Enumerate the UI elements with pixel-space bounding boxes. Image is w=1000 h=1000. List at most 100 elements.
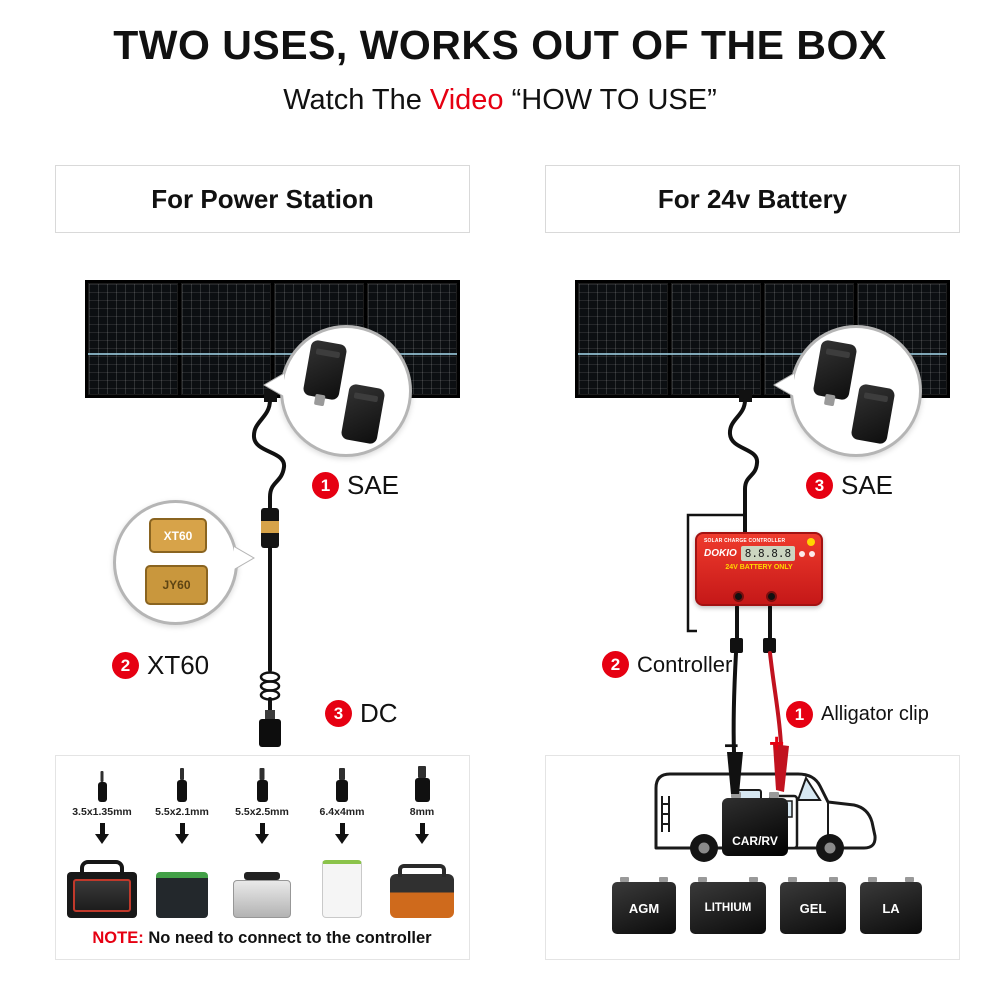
solar-panel-right	[575, 280, 950, 398]
magnifier-pointer	[265, 374, 284, 396]
rv-wheel-hub	[824, 842, 836, 854]
dc-plug-barrel	[259, 719, 281, 747]
controller-button	[809, 550, 815, 557]
step-label: SAE	[841, 470, 894, 500]
right-bottom-frame	[545, 755, 960, 960]
step-number-badge: 1	[312, 472, 339, 499]
step-number-badge: 2	[602, 651, 629, 678]
solar-panel-segment	[671, 283, 761, 395]
power-station-5	[390, 864, 454, 918]
note-text: NOTE: No need to connect to the controll…	[62, 929, 462, 948]
step-label: XT60	[147, 650, 210, 680]
connector-notch	[353, 392, 379, 403]
subtitle-suffix: “HOW TO USE”	[503, 84, 717, 116]
adapter-size-label: 8mm	[409, 806, 435, 818]
step-label: DC	[360, 698, 398, 728]
adapter-size-label: 5.5x2.1mm	[155, 806, 209, 818]
right-section-header: For 24v Battery	[545, 165, 960, 233]
battery-label: AGM	[628, 900, 660, 916]
connector-notch	[315, 348, 341, 359]
connector-notch	[825, 348, 851, 359]
jy60-connector-icon: JY60	[145, 565, 208, 605]
dc-adapter-grid: 3.5x1.35mm 5.5x2.1mm 5.5x2.5mm 6.4x4mm 8…	[62, 764, 462, 920]
right-cable-loop	[728, 398, 759, 517]
xt60-inline-connector	[261, 508, 279, 548]
power-station-3	[233, 872, 291, 918]
step-xt60: 2 XT60	[112, 650, 209, 681]
power-station-4	[322, 860, 362, 918]
power-station-1	[67, 860, 137, 918]
polarity-minus: −	[724, 732, 739, 760]
battery-la: LA	[860, 877, 922, 934]
connector-pin	[313, 393, 326, 407]
battery-gel: GEL	[780, 877, 846, 934]
power-station-2	[156, 872, 208, 918]
sae-connector-icon	[850, 383, 896, 445]
controller-lcd-display: 8.8.8.8	[740, 546, 796, 561]
cable-coil	[259, 689, 281, 701]
panel-busbar-line	[88, 353, 457, 356]
step-label: Alligator clip	[821, 703, 929, 725]
down-arrow-icon	[94, 823, 109, 844]
magnifier-pointer	[234, 547, 253, 569]
xt60-inline-connector-band	[261, 521, 279, 533]
down-arrow-icon	[254, 823, 269, 844]
sae-magnifier-right	[775, 325, 922, 457]
battery-label: LA	[882, 900, 900, 916]
left-bottom-frame	[55, 755, 470, 960]
controller-battery-text: 24V BATTERY ONLY	[725, 564, 793, 571]
page-title: TWO USES, WORKS OUT OF THE BOX	[113, 22, 887, 68]
magnifier-pointer	[775, 374, 794, 396]
car-rv-battery: CAR/RV	[722, 792, 788, 856]
step-sae-right: 3 SAE	[806, 470, 893, 501]
subtitle: Watch The Video “HOW TO USE”	[0, 84, 1000, 117]
dc-plug-icon	[336, 780, 348, 802]
subtitle-video-link: Video	[429, 84, 504, 116]
battery-agm: AGM	[612, 877, 676, 934]
adapter-size-label: 6.4x4mm	[319, 806, 365, 818]
right-section-title: For 24v Battery	[657, 183, 848, 214]
note-label: NOTE:	[92, 929, 144, 947]
controller-brand: DOKIO	[704, 548, 737, 559]
rv-wheel-hub	[698, 842, 710, 854]
left-section-title: For Power Station	[151, 183, 374, 214]
sae-connector-icon	[340, 383, 386, 445]
panel-busbar-line	[578, 353, 947, 356]
note-body: No need to connect to the controller	[148, 929, 432, 947]
connector-notch	[863, 392, 889, 403]
polarity-plus: +	[769, 728, 785, 758]
dc-plug-icon	[177, 780, 187, 802]
down-arrow-icon	[174, 823, 189, 844]
rv-windshield	[796, 775, 822, 801]
dc-plug-icon	[256, 780, 268, 802]
controller-button	[799, 550, 806, 557]
wire-connector-block	[763, 638, 776, 653]
sae-connector-icon	[812, 339, 858, 407]
dc-plug-tip	[265, 710, 275, 720]
controller-output-port	[733, 591, 744, 602]
down-arrow-icon	[334, 823, 349, 844]
dc-plug-icon	[414, 778, 430, 802]
connector-pin	[823, 393, 836, 407]
left-cable-loop	[252, 398, 286, 510]
step-number-badge: 1	[786, 701, 813, 728]
step-label: SAE	[347, 470, 400, 500]
step-sae-left: 1 SAE	[312, 470, 399, 501]
solar-panel-segment	[578, 283, 668, 395]
down-arrow-icon	[414, 823, 429, 844]
cable-coil	[259, 671, 281, 683]
controller-output-port	[766, 591, 777, 602]
solar-panel-segment	[181, 283, 271, 395]
left-section-header: For Power Station	[55, 165, 470, 233]
sae-connector-icon	[302, 339, 348, 407]
cable-coil	[259, 680, 281, 692]
adapter-size-label: 5.5x2.5mm	[235, 806, 289, 818]
car-rv-battery-label: CAR/RV	[732, 834, 778, 848]
step-controller: 2 Controller	[602, 651, 732, 678]
battery-label: GEL	[799, 900, 827, 916]
battery-type-row: AGM LITHIUM GEL LA	[612, 877, 948, 934]
xt60-connector-icon: XT60	[149, 518, 207, 553]
subtitle-prefix: Watch The	[283, 84, 430, 116]
step-number-badge: 3	[806, 472, 833, 499]
